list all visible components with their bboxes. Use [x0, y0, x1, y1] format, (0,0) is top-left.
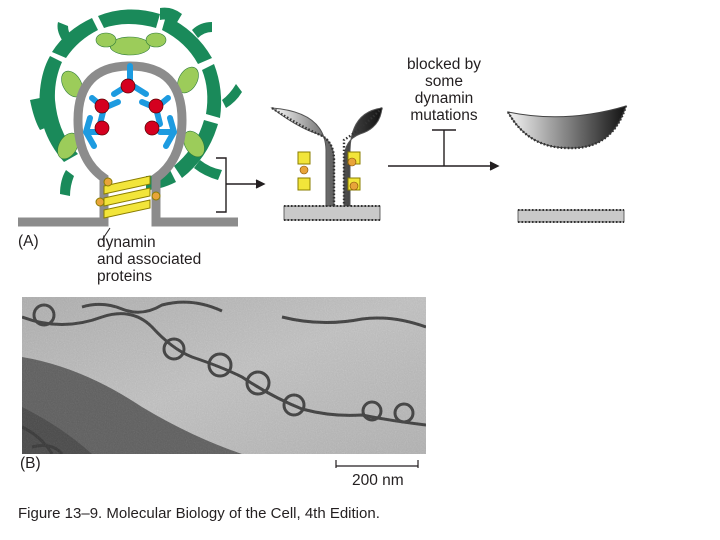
- cargo-molecules: [94, 78, 164, 136]
- blocked-label-line-1: blocked by: [406, 56, 482, 73]
- panel-a-label: (A): [18, 233, 39, 250]
- scale-bar-label: 200 nm: [352, 472, 404, 489]
- dynamin-label: dynamin and associated proteins: [97, 234, 201, 285]
- blocked-label: blocked by some dynamin mutations: [398, 56, 490, 124]
- coated-bud: [18, 7, 242, 241]
- released-vesicle: [506, 105, 628, 223]
- constricted-neck: [270, 106, 383, 221]
- bracket-arrow: [216, 157, 266, 213]
- scale-bar: [335, 460, 419, 468]
- figure-caption: Figure 13–9. Molecular Biology of the Ce…: [18, 505, 380, 522]
- electron-micrograph: [22, 297, 426, 454]
- blocked-label-line-2: some: [425, 73, 463, 90]
- dynamin-label-line-1: dynamin: [97, 234, 156, 251]
- blocked-label-line-4: mutations: [410, 107, 478, 124]
- dynamin-label-line-2: and associated: [97, 251, 202, 268]
- dynamin-collar: [95, 175, 161, 219]
- panel-b-label: (B): [20, 455, 41, 472]
- dynamin-label-line-3: proteins: [97, 268, 153, 285]
- blocked-label-line-3: dynamin: [414, 90, 474, 107]
- blocked-arrow: [388, 129, 500, 171]
- clathrin-coat: [30, 7, 242, 196]
- adaptins: [57, 32, 205, 160]
